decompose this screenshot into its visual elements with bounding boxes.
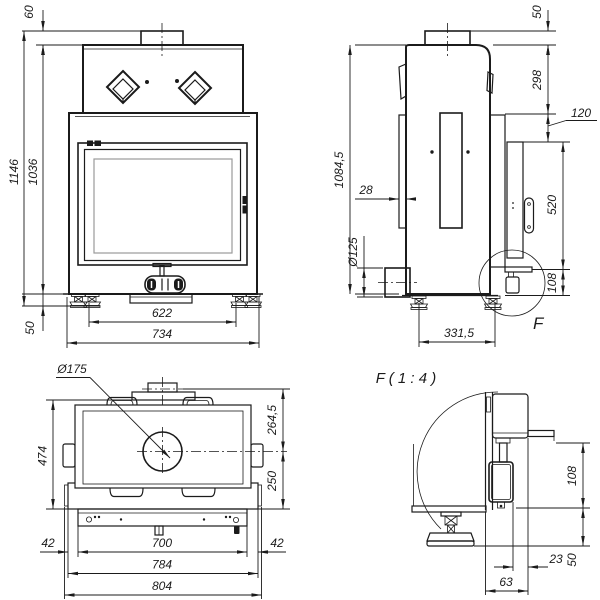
screw-icon (232, 517, 239, 524)
detail-boundary-arc (416, 391, 499, 530)
top-tab (182, 396, 214, 406)
side-tab-right (250, 443, 264, 468)
side-louver-rear (486, 71, 494, 94)
detail-title: F ( 1 : 4 ) (376, 370, 437, 387)
front-dimensions: 60 1146 1036 50 622 734 (7, 5, 260, 348)
dim-detail-lever-offset: 23 (548, 552, 563, 566)
ash-tray (129, 293, 193, 304)
detail-circle (478, 249, 546, 317)
top-body (74, 404, 252, 489)
hood-vent-left (105, 69, 141, 105)
dim-overall-width: 734 (152, 327, 172, 341)
dim-front-offset: 250 (265, 471, 279, 492)
side-tab-left (62, 443, 76, 468)
rear-panel (489, 114, 506, 268)
rear-shield (506, 141, 524, 259)
detail-marker-label: F (533, 314, 545, 333)
dim-right-margin: 42 (270, 536, 284, 550)
dim-foot-height: 50 (23, 321, 37, 335)
dim-lever-height: 520 (545, 195, 559, 215)
dim-shield-offset: 120 (571, 106, 591, 120)
detail-f-view: F ( 1 : 4 ) 10 (376, 370, 590, 595)
dim-detail-bracket-depth: 63 (499, 575, 513, 589)
dim-detail-damper-span: 108 (565, 466, 579, 486)
door-hinge-icon (94, 140, 101, 146)
damper-lever (523, 197, 535, 234)
dim-overall-height: 1146 (7, 159, 21, 185)
side-body (405, 44, 491, 295)
side-dimensions: 50 298 120 1084,5 28 Ø125 520 (332, 5, 597, 347)
front-hood (82, 44, 244, 114)
dim-inner-width: 700 (152, 536, 172, 550)
top-flue-flange (131, 391, 196, 401)
side-louver-front (398, 63, 407, 101)
hood-screw-left (145, 80, 149, 84)
dim-detail-foot-height: 50 (565, 553, 579, 567)
dim-platform-width: 784 (152, 558, 172, 572)
dim-side-stub-height: 50 (530, 5, 544, 19)
screw-icon (86, 516, 93, 523)
dim-side-overall-height: 1084,5 (332, 151, 346, 188)
detail-foot (426, 511, 475, 547)
dim-hood-depth: 298 (530, 70, 544, 91)
detail-rod (498, 442, 508, 463)
dim-side-feet-spacing: 331,5 (444, 326, 474, 340)
dim-body-height: 1036 (26, 158, 40, 185)
dim-flue-diameter: Ø175 (56, 362, 87, 376)
hood-vent-right (177, 70, 213, 106)
side-view: F 50 298 120 1084,5 28 (332, 5, 597, 347)
damper-valve (505, 276, 520, 294)
dim-flue-center-offset: 264,5 (265, 405, 279, 436)
detail-floor-plate (411, 505, 487, 513)
dim-damper-height: 108 (545, 273, 559, 293)
door-handle (144, 262, 186, 294)
detail-rear-panel (491, 393, 529, 439)
dim-door-offset: 28 (358, 183, 373, 197)
dim-pipe-diameter: Ø125 (346, 237, 360, 268)
door-frame (77, 142, 248, 266)
door-glass (93, 158, 233, 254)
top-tab (106, 396, 138, 406)
side-door-edge (398, 114, 407, 229)
dim-left-margin: 42 (41, 536, 55, 550)
door-hinge-icon (87, 140, 93, 146)
door-latch-icon (242, 196, 247, 204)
front-view: 60 1146 1036 50 622 734 (7, 5, 263, 348)
dim-stub-height: 60 (22, 5, 36, 19)
top-dimensions: Ø175 474 264,5 250 42 700 42 784 (36, 362, 290, 599)
front-strip (77, 508, 248, 527)
detail-bracket (527, 429, 555, 438)
top-view: Ø175 474 264,5 250 42 700 42 784 (36, 362, 290, 599)
detail-dimensions: 108 50 23 63 (474, 438, 590, 595)
hood-screw-right (175, 79, 179, 83)
dim-overall-depth: 474 (36, 446, 50, 466)
damper-bracket (504, 266, 533, 273)
dim-top-overall-width: 804 (152, 579, 172, 593)
door-latch-icon (242, 205, 247, 214)
strip-pin (234, 526, 240, 534)
side-channel (439, 112, 463, 229)
dim-feet-spacing: 622 (152, 306, 172, 320)
